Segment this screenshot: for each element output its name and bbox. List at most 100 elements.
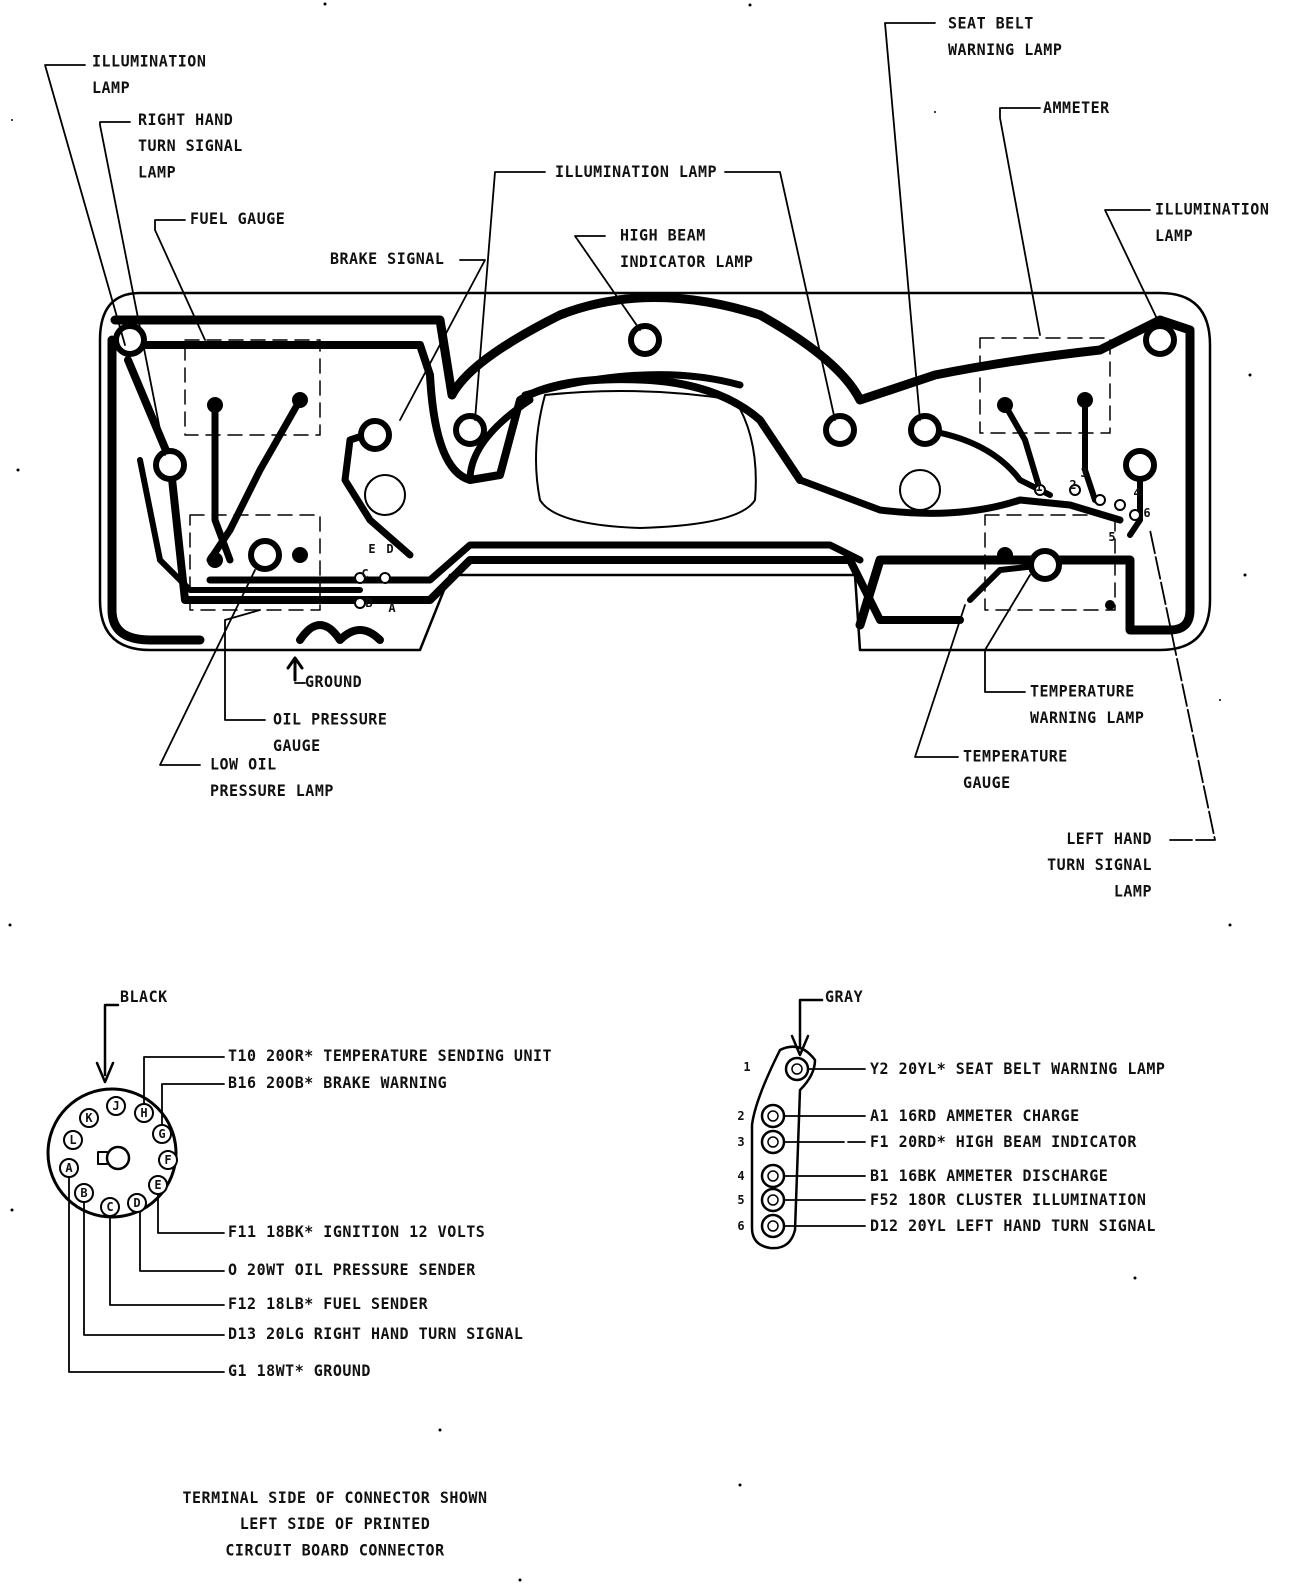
board-pin-2: 2 [1069, 478, 1077, 492]
trace-right-s [796, 476, 1124, 524]
trace-arch-outer [466, 396, 534, 484]
board-pin-b: B [365, 596, 373, 610]
trace-left-vertical [107, 335, 205, 645]
label-high-beam-indicator-lamp: HIGH BEAM INDICATOR LAMP [620, 225, 754, 272]
label-brake-signal: BRAKE SIGNAL [330, 249, 445, 269]
pin-circle [127, 1193, 147, 1213]
lamp-socket-lh-turn [1123, 448, 1157, 482]
label-temperature-gauge: TEMPERATURE GAUGE [963, 746, 1068, 793]
black-connector-label: BLACK [120, 987, 168, 1007]
lamp-socket-illumination-left [113, 323, 147, 357]
lamp-socket-seat-belt [823, 413, 857, 447]
black-wire-label-t10: T10 20OR* TEMPERATURE SENDING UNIT [228, 1046, 553, 1066]
label-low-oil-pressure-lamp: LOW OIL PRESSURE LAMP [210, 754, 334, 801]
black-wire-label-o: O 20WT OIL PRESSURE SENDER [228, 1260, 476, 1280]
connector-pad [1129, 509, 1141, 521]
terminal-post [207, 397, 223, 413]
pin-circle [158, 1150, 178, 1170]
board-pin-a: A [388, 601, 396, 615]
connector-pad [354, 597, 366, 609]
black-wire-label-b16: B16 20OB* BRAKE WARNING [228, 1073, 448, 1093]
black-wire-c [109, 1215, 225, 1306]
black-wire-h [143, 1056, 225, 1105]
trace-right-4 [1127, 467, 1143, 538]
label-illumination-lamp-center: ILLUMINATION LAMP [555, 162, 718, 182]
black-wire-e [157, 1193, 225, 1234]
black-wire-a [68, 1176, 225, 1373]
black-pin-l: L [69, 1133, 77, 1147]
board-pin-6: 6 [1143, 506, 1151, 520]
connector-pad [1034, 484, 1046, 496]
pin-circle [63, 1130, 83, 1150]
trace-left-inner [126, 341, 804, 484]
label-ammeter: AMMETER [1043, 98, 1110, 118]
ammeter-outline [979, 337, 1111, 434]
trace-ground [296, 621, 384, 644]
lamp-socket-brake [358, 418, 392, 452]
connector-pad [1094, 494, 1106, 506]
black-connector-body [46, 1087, 178, 1219]
fuel-gauge-outline [184, 339, 321, 436]
leader-brake [399, 259, 486, 421]
gray-wire-label-a1: A1 16RD AMMETER CHARGE [870, 1106, 1080, 1126]
leader-lh-turn [1149, 529, 1216, 841]
terminal-post [292, 547, 308, 563]
gray-wire-label-f52: F52 18OR CLUSTER ILLUMINATION [870, 1190, 1147, 1210]
lamp-socket-rh-turn [153, 448, 187, 482]
leader-illumination-left [44, 64, 126, 346]
leader-fuel [154, 219, 206, 341]
board-pin-c: C [361, 567, 369, 581]
leader-illumination-right [1104, 209, 1161, 326]
label-illumination-lamp-left: ILLUMINATION LAMP [92, 51, 207, 98]
black-pin-b: B [80, 1186, 88, 1200]
terminal-post [207, 552, 223, 568]
connector-pad [1069, 484, 1081, 496]
label-rh-turn-signal-lamp: RIGHT HAND TURN SIGNAL LAMP [138, 110, 243, 182]
board-pin-e: E [368, 542, 376, 556]
connector-pad [379, 572, 391, 584]
leader-low-oil [159, 569, 256, 766]
temp-gauge-outline [984, 514, 1116, 611]
black-pin-a: A [65, 1161, 73, 1175]
black-connector-arrow [95, 1003, 120, 1084]
trace-fuel [137, 457, 363, 593]
black-pin-f: F [164, 1153, 172, 1167]
board-outline [98, 291, 1212, 652]
label-oil-pressure-gauge: OIL PRESSURE GAUGE [273, 709, 388, 756]
connector-pad [354, 572, 366, 584]
black-wire-g [161, 1083, 225, 1126]
black-pin-j: J [112, 1099, 120, 1113]
board-pin-1: 1 [1035, 480, 1043, 494]
terminal-post [997, 547, 1013, 563]
pin-circle [79, 1108, 99, 1128]
trace-gauge-left [211, 406, 234, 564]
lamp-socket-illumination-right [1143, 323, 1177, 357]
lamp-socket-low-oil [248, 538, 282, 572]
trace-right-2 [1082, 397, 1098, 503]
black-pin-g: G [158, 1127, 166, 1141]
black-wire-label-f12: F12 18LB* FUEL SENDER [228, 1294, 429, 1314]
oil-gauge-outline [189, 514, 321, 611]
lamp-socket-illumination-center [453, 413, 487, 447]
mounting-hole-right [899, 469, 941, 511]
black-wire-label-d13: D13 20LG RIGHT HAND TURN SIGNAL [228, 1324, 524, 1344]
gray-pin-number-2: 2 [737, 1109, 745, 1123]
label-seat-belt-warning-lamp: SEAT BELT WARNING LAMP [948, 13, 1063, 60]
trace-outer-loop [110, 293, 1195, 635]
trace-arch-inner [521, 371, 744, 399]
leader-oil-pressure [224, 609, 266, 721]
gray-wire-label-y2: Y2 20YL* SEAT BELT WARNING LAMP [870, 1059, 1166, 1079]
black-pin-h: H [140, 1106, 148, 1120]
board-pin-4: 4 [1133, 486, 1141, 500]
lamp-socket-temp-warning [1028, 548, 1062, 582]
label-fuel-gauge: FUEL GAUGE [190, 209, 286, 229]
board-pin-3: 3 [1080, 466, 1088, 480]
label-lh-turn-signal-lamp: LEFT HAND TURN SIGNAL LAMP [1047, 829, 1152, 901]
terminal-post [997, 397, 1013, 413]
black-wire-label-g1: G1 18WT* GROUND [228, 1361, 371, 1381]
terminal-post [1077, 392, 1093, 408]
terminal-post [292, 392, 308, 408]
leader-seat-belt [884, 22, 936, 421]
leader-temp-gauge [914, 604, 966, 758]
